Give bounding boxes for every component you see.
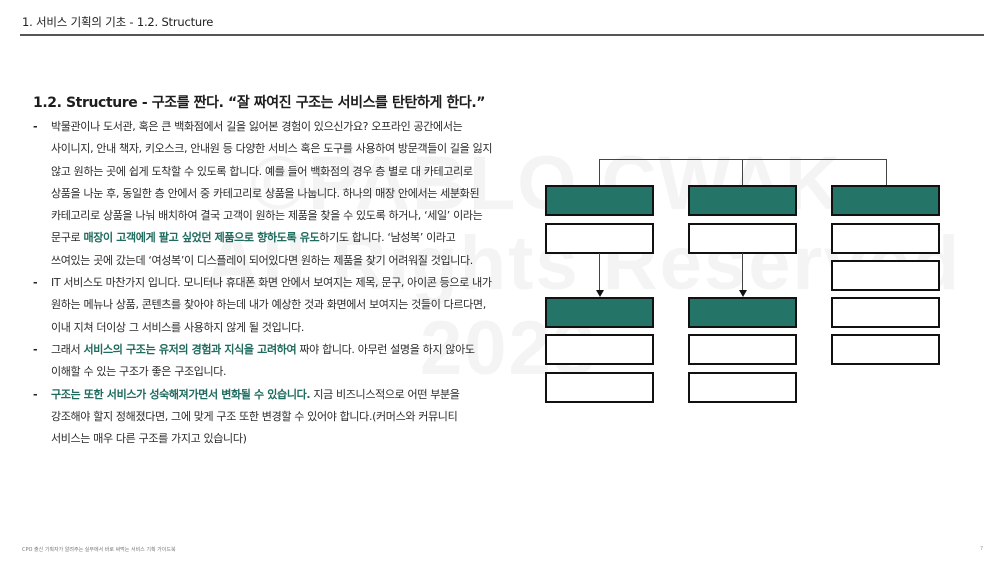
arrow-down-icon bbox=[739, 290, 747, 297]
diagram-node-col3-item bbox=[831, 334, 940, 365]
footer-book-title: CPO 출신 기획자가 알려주는 실무에서 바로 써먹는 서비스 기획 가이드북 bbox=[22, 547, 176, 553]
arrow-down-icon bbox=[596, 290, 604, 297]
connector-vertical-col3 bbox=[886, 159, 887, 186]
arrow-line-col2 bbox=[742, 253, 743, 291]
bullet-text: 지금 비즈니스적으로 어떤 부분을 강조해야 할지 정해졌다면, 그에 맞게 구… bbox=[51, 387, 460, 446]
bullet-dash: - bbox=[33, 120, 38, 133]
section-title: 1.2. Structure - 구조를 짠다. “잘 짜여진 구조는 서비스를… bbox=[33, 95, 486, 111]
diagram-node-col1-item bbox=[545, 334, 654, 365]
diagram-node-col2-item bbox=[688, 372, 797, 403]
bullet-dash: - bbox=[33, 387, 38, 401]
diagram-node-col2-item bbox=[688, 223, 797, 254]
bullet-text: 그래서 bbox=[51, 342, 84, 356]
connector-vertical-col1 bbox=[599, 159, 600, 186]
header-divider bbox=[20, 34, 984, 36]
connector-vertical-col2 bbox=[742, 159, 743, 186]
arrow-line-col1 bbox=[599, 253, 600, 291]
bullet-dash: - bbox=[33, 276, 38, 290]
bullet-highlight: 서비스의 구조는 유저의 경험과 지식을 고려하여 bbox=[83, 342, 297, 356]
bullet-text: IT 서비스도 마찬가지 입니다. 모니터나 휴대폰 화면 안에서 보여지는 제… bbox=[51, 276, 492, 334]
diagram-node-col3-item bbox=[831, 297, 940, 328]
bullet-item: - 구조는 또한 서비스가 성숙해져가면서 변화될 수 있습니다. 지금 비즈니… bbox=[33, 384, 493, 451]
connector-horizontal bbox=[599, 159, 887, 160]
diagram-node-col3-item bbox=[831, 260, 940, 291]
diagram-node-col1-item bbox=[545, 372, 654, 403]
diagram-node-col2-item bbox=[688, 334, 797, 365]
diagram-node-col3-top bbox=[831, 185, 940, 216]
diagram-node-col1-sub bbox=[545, 297, 654, 328]
bullet-item: - 박물관이나 도서관, 혹은 큰 백화점에서 길을 잃어본 경험이 있으신가요… bbox=[33, 116, 493, 272]
bullet-text: 짜야 합니다. 아무런 설명을 하지 않아도 이해할 수 있는 구조가 좋은 구… bbox=[51, 342, 475, 379]
bullet-text: 하기도 합니다. ‘남성복’ 이라고 쓰여있는 곳에 갔는데 ‘여성복’이 디스… bbox=[51, 231, 473, 267]
bullet-item: - IT 서비스도 마찬가지 입니다. 모니터나 휴대폰 화면 안에서 보여지는… bbox=[33, 272, 493, 339]
diagram-node-col3-item bbox=[831, 223, 940, 254]
bullet-item: - 그래서 서비스의 구조는 유저의 경험과 지식을 고려하여 짜야 합니다. … bbox=[33, 339, 493, 384]
diagram-node-col2-sub bbox=[688, 297, 797, 328]
bullet-list: - 박물관이나 도서관, 혹은 큰 백화점에서 길을 잃어본 경험이 있으신가요… bbox=[33, 116, 493, 450]
bullet-dash: - bbox=[33, 342, 38, 356]
header-title: 1. 서비스 기획의 기초 - 1.2. Structure bbox=[22, 15, 214, 29]
bullet-highlight: 구조는 또한 서비스가 성숙해져가면서 변화될 수 있습니다. bbox=[51, 387, 311, 401]
bullet-text: 박물관이나 도서관, 혹은 큰 백화점에서 길을 잃어본 경험이 있으신가요? … bbox=[51, 120, 493, 245]
bullet-highlight: 매장이 고객에게 팔고 싶었던 제품으로 향하도록 유도 bbox=[83, 231, 320, 245]
diagram-node-col2-top bbox=[688, 185, 797, 216]
page-number: 7 bbox=[980, 546, 984, 552]
diagram-node-col1-top bbox=[545, 185, 654, 216]
diagram-node-col1-item bbox=[545, 223, 654, 254]
